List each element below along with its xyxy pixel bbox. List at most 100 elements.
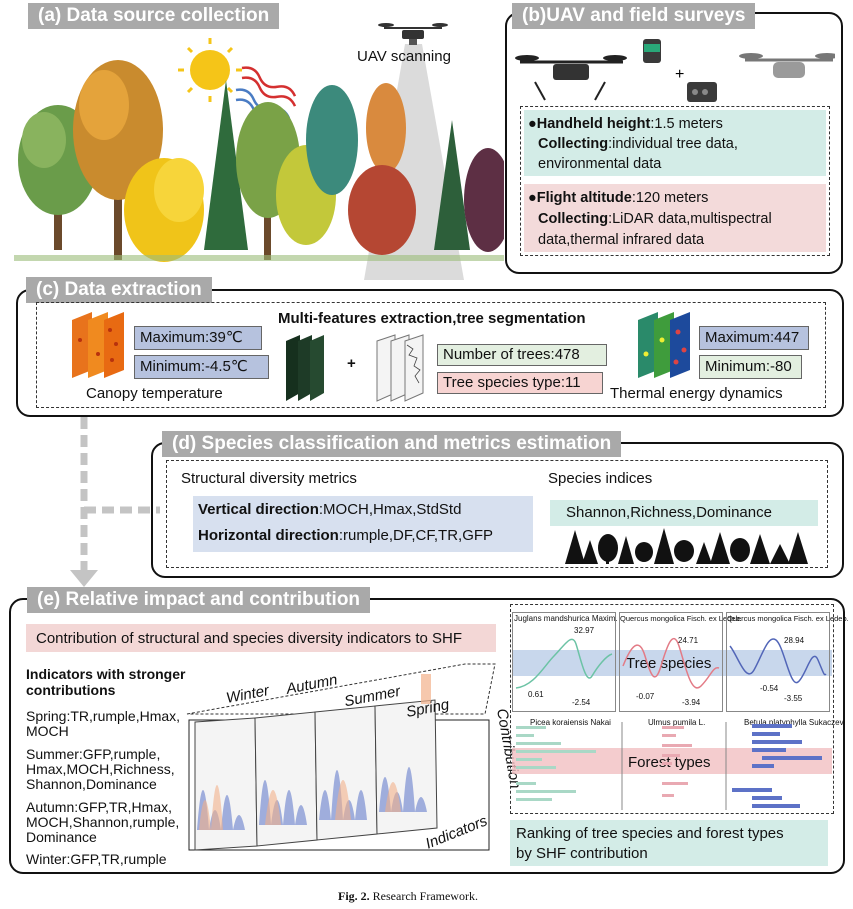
flow-arrows (70, 417, 160, 587)
max-energy-box: Maximum:447 (699, 326, 809, 350)
flight-box (524, 184, 826, 252)
contribution-banner-text: Contribution of structural and species d… (36, 630, 463, 647)
horizontal-key: Horizontal direction (198, 527, 339, 544)
spring-line-1: Spring:TR,rumple,Hmax, (26, 708, 181, 724)
structural-box (193, 496, 533, 552)
num-trees-box: Number of trees:478 (437, 344, 607, 366)
plus-sign-c: + (347, 355, 356, 372)
canopy-temp-label: Canopy temperature (86, 385, 223, 402)
vertical-value: :MOCH,Hmax,StdStd (318, 501, 462, 518)
collecting-value-1b: environmental data (538, 156, 662, 172)
plot-3-top-value: 28.94 (784, 636, 805, 645)
plot-1-curve (515, 638, 613, 689)
spring-line-2: MOCH (26, 723, 69, 739)
summer-line-3: Shannon,Dominance (26, 776, 157, 792)
autumn-line-1: Autumn:GFP,TR,Hmax, (26, 799, 173, 815)
collecting-key-1: Collecting (538, 136, 609, 152)
plot-1-left-value: 0.61 (528, 690, 544, 699)
indicators-title-1: Indicators with stronger (26, 666, 186, 682)
canopy-temp-layers-icon (72, 312, 124, 378)
plot-2-curve (622, 637, 720, 689)
structural-title: Structural diversity metrics (181, 470, 357, 487)
uav-scanning-label: UAV scanning (357, 48, 451, 65)
horizontal-value: :rumple,DF,CF,TR,GFP (338, 527, 494, 544)
plot-3-bottom-title: Betula platyphylla Sukaczev. (744, 718, 846, 727)
section-c-frame (16, 289, 844, 417)
winter-line: Winter:GFP,TR,rumple (26, 851, 167, 867)
contribution-banner (26, 624, 496, 652)
plots-panel (510, 604, 834, 814)
flight-value: :120 meters (631, 190, 709, 206)
vertical-key: Vertical direction (198, 501, 319, 518)
handheld-key: Handheld height (536, 116, 651, 132)
caption-label: Fig. 2. (338, 889, 370, 903)
seasonal-panels-graphic (186, 663, 496, 851)
thermal-energy-label: Thermal energy dynamics (610, 385, 783, 402)
section-c-title: (c) Data extraction (26, 277, 212, 303)
species-plot-2 (619, 612, 723, 712)
section-b-inner (520, 106, 830, 256)
section-d-inner (166, 460, 828, 568)
plot-1-top-value: 32.97 (574, 626, 595, 635)
plot-2-left-value: -0.07 (636, 692, 655, 701)
bars-panel-2 (662, 726, 692, 797)
bars-panel-3 (732, 724, 822, 808)
autumn-line-2: MOCH,Shannon,rumple, (26, 814, 180, 830)
min-temp-box: Minimum:-4.5℃ (134, 355, 269, 379)
collecting-value-1: :individual tree data, (608, 136, 738, 152)
tree-group (14, 60, 504, 262)
multi-features-title: Multi-features extraction,tree segmentat… (278, 310, 586, 327)
ranking-line-1: Ranking of tree species and forest types (516, 825, 784, 842)
section-e-title: (e) Relative impact and contribution (27, 587, 371, 613)
uav-drone-icon (378, 23, 448, 45)
plus-sign: + (675, 66, 684, 83)
multispectral-layers-icon (286, 335, 324, 401)
plot-3-curve (729, 638, 827, 683)
collecting-key-2: Collecting (538, 211, 609, 227)
plot-3-bottom-value: -3.55 (784, 694, 803, 703)
uav-equipment-illustration: + (515, 39, 835, 102)
min-energy-box: Minimum:-80 (699, 355, 802, 379)
plot-1-bottom-value: -2.54 (572, 698, 591, 707)
multispectral-camera-icon (687, 82, 717, 102)
species-list-box: Shannon,Richness,Dominance (550, 500, 818, 526)
bullet-icon: ● (528, 190, 537, 206)
segmentation-layers-icon (376, 334, 424, 402)
section-d-title: (d) Species classification and metrics e… (162, 431, 622, 457)
plot-2-top-value: 24.71 (678, 636, 699, 645)
caption-text: Research Framework. (369, 889, 478, 903)
max-temp-box: Maximum:39℃ (134, 326, 262, 350)
species-type-box: Tree species type:11 (437, 372, 603, 394)
handheld-value: :1.5 meters (650, 116, 723, 132)
tree-species-label: Tree species (626, 655, 712, 672)
plot-2-bottom-value: -3.94 (682, 698, 701, 707)
lidar-sensor-icon (643, 39, 661, 63)
thermal-energy-layers-icon (638, 312, 690, 378)
plot-1-title: Juglans mandshurica Maxim. (514, 614, 618, 623)
species-indices-title: Species indices (548, 470, 653, 487)
section-e-frame (9, 598, 845, 874)
ranking-box (510, 820, 828, 866)
autumn-line-3: Dominance (26, 829, 97, 845)
quadcopter-icon (515, 55, 627, 101)
ranking-line-2: by SHF contribution (516, 845, 648, 862)
species-plot-3 (726, 612, 830, 712)
tree-species-band (512, 650, 832, 676)
tree-silhouettes-icon (565, 528, 808, 564)
section-c-inner (36, 302, 826, 408)
seasonal-curves (197, 674, 431, 830)
summer-line-1: Summer:GFP,rumple, (26, 746, 161, 762)
bars-panel-1 (516, 726, 596, 801)
forest-illustration (14, 23, 504, 280)
sun-icon (178, 38, 242, 102)
plot-1-bottom-title: Picea koraiensis Nakai (530, 718, 611, 727)
summer-line-2: Hmax,MOCH,Richness, (26, 761, 175, 777)
indicators-title-2: contributions (26, 682, 116, 698)
species-plot-1 (512, 612, 616, 712)
flight-key: Flight altitude (536, 190, 632, 206)
plot-2-title: Quercus mongolica Fisch. ex Ledeb. (620, 614, 742, 623)
plot-3-title: Quercus mongolica Fisch. ex Ledeb. (727, 614, 849, 623)
plot-2-bottom-title: Ulmus pumila L. (648, 718, 706, 727)
plot-3-left-value: -0.54 (760, 684, 779, 693)
mini-drone-icon (739, 53, 835, 78)
